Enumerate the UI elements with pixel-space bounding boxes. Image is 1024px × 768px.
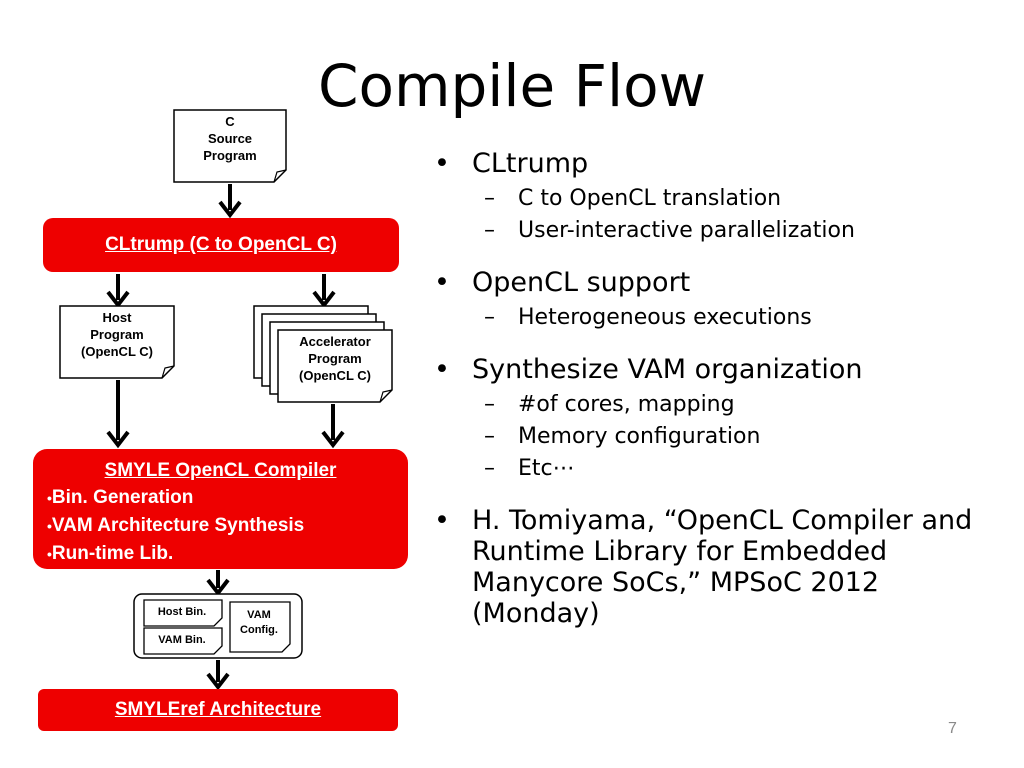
compiler-item-2: •VAM Architecture Synthesis bbox=[33, 512, 408, 540]
compiler-item-2-bullet: • bbox=[47, 518, 52, 534]
compiler-item-3: •Run-time Lib. bbox=[33, 540, 408, 568]
compiler-item-3-text: Run-time Lib. bbox=[51, 543, 174, 564]
arrow-cltrump-to-host bbox=[106, 274, 130, 309]
vam-config-line-2: Config. bbox=[240, 624, 278, 636]
host-line-3: (OpenCL C) bbox=[81, 344, 153, 359]
compiler-item-1-text: Bin. Generation bbox=[51, 487, 194, 508]
bullet-opencl-support: • OpenCL support bbox=[432, 267, 1002, 298]
cltrump-box: CLtrump (C to OpenCL C) bbox=[43, 218, 399, 272]
sub-bullet-dash: – bbox=[484, 186, 495, 211]
host-line-1: Host bbox=[103, 310, 133, 325]
sub-bullet: –User-interactive parallelization bbox=[432, 215, 1002, 247]
sub-bullet: –Heterogeneous executions bbox=[432, 302, 1002, 334]
sub-bullet: –Etc⋯ bbox=[432, 453, 1002, 485]
vam-bin-label: VAM Bin. bbox=[158, 634, 205, 646]
c-source-line-1: C bbox=[225, 114, 235, 129]
sub-bullet-text: Etc⋯ bbox=[518, 456, 575, 481]
accelerator-line-1: Accelerator bbox=[299, 334, 371, 349]
sub-bullet-text: Memory configuration bbox=[518, 424, 761, 449]
sub-bullet: –Memory configuration bbox=[432, 421, 1002, 453]
accelerator-line-3: (OpenCL C) bbox=[299, 368, 371, 383]
sub-bullet: –#of cores, mapping bbox=[432, 389, 1002, 421]
arrow-binaries-to-architecture bbox=[206, 660, 230, 691]
compiler-item-1: •Bin. Generation bbox=[33, 484, 408, 512]
compiler-box: SMYLE OpenCL Compiler •Bin. Generation •… bbox=[33, 449, 408, 569]
bullet-reference: • H. Tomiyama, “OpenCL Compiler and Runt… bbox=[432, 505, 982, 629]
sub-bullet-text: C to OpenCL translation bbox=[518, 186, 782, 211]
compiler-item-3-bullet: • bbox=[47, 546, 52, 562]
arrow-host-to-compiler bbox=[106, 380, 130, 449]
c-source-document: C Source Program bbox=[173, 109, 287, 183]
sub-bullet-dash: – bbox=[484, 456, 495, 481]
c-source-line-2: Source bbox=[208, 131, 252, 146]
arrow-cltrump-to-accelerator bbox=[312, 274, 336, 309]
arrow-source-to-cltrump bbox=[218, 184, 242, 219]
compiler-item-1-bullet: • bbox=[47, 490, 52, 506]
host-bin-document: Host Bin. bbox=[143, 599, 223, 627]
bullet-list: • CLtrump –C to OpenCL translation –User… bbox=[432, 148, 1002, 633]
compiler-item-2-text: VAM Architecture Synthesis bbox=[51, 515, 305, 536]
bullet-text: H. Tomiyama, “OpenCL Compiler and Runtim… bbox=[472, 505, 973, 629]
slide-title: Compile Flow bbox=[317, 52, 707, 120]
sub-bullet-text: Heterogeneous executions bbox=[518, 305, 812, 330]
bullet-text: OpenCL support bbox=[472, 267, 691, 298]
bullet-text: CLtrump bbox=[472, 148, 589, 179]
accelerator-line-2: Program bbox=[308, 351, 361, 366]
vam-config-document: VAM Config. bbox=[229, 601, 291, 653]
architecture-box: SMYLEref Architecture bbox=[38, 689, 398, 731]
page-number: 7 bbox=[948, 720, 957, 737]
architecture-box-label: SMYLEref Architecture bbox=[114, 699, 322, 720]
bullet-cltrump: • CLtrump bbox=[432, 148, 1002, 179]
binaries-group: Host Bin. VAM Bin. VAM Config. bbox=[133, 593, 303, 659]
bullet-synthesize-vam: • Synthesize VAM organization bbox=[432, 354, 1002, 385]
vam-bin-document: VAM Bin. bbox=[143, 627, 223, 655]
host-line-2: Program bbox=[90, 327, 143, 342]
sub-bullet-dash: – bbox=[484, 305, 495, 330]
bullet-dot: • bbox=[434, 505, 450, 536]
arrow-accelerator-to-compiler bbox=[321, 404, 345, 449]
sub-bullet: –C to OpenCL translation bbox=[432, 183, 1002, 215]
compiler-box-title: SMYLE OpenCL Compiler bbox=[104, 460, 337, 481]
bullet-dot: • bbox=[434, 354, 450, 385]
sub-bullet-text: User-interactive parallelization bbox=[518, 218, 855, 243]
sub-bullet-dash: – bbox=[484, 424, 495, 449]
sub-bullet-text: #of cores, mapping bbox=[518, 392, 735, 417]
vam-config-line-1: VAM bbox=[247, 609, 271, 621]
bullet-dot: • bbox=[434, 148, 450, 179]
sub-bullet-dash: – bbox=[484, 392, 495, 417]
sub-bullet-dash: – bbox=[484, 218, 495, 243]
bullet-dot: • bbox=[434, 267, 450, 298]
cltrump-box-label: CLtrump (C to OpenCL C) bbox=[105, 234, 337, 255]
accelerator-program-documents: Accelerator Program (OpenCL C) bbox=[253, 305, 393, 403]
bullet-text: Synthesize VAM organization bbox=[472, 354, 863, 385]
host-bin-label: Host Bin. bbox=[158, 606, 206, 618]
host-program-document: Host Program (OpenCL C) bbox=[59, 305, 175, 379]
arrow-compiler-to-binaries bbox=[206, 570, 230, 597]
c-source-line-3: Program bbox=[203, 148, 256, 163]
